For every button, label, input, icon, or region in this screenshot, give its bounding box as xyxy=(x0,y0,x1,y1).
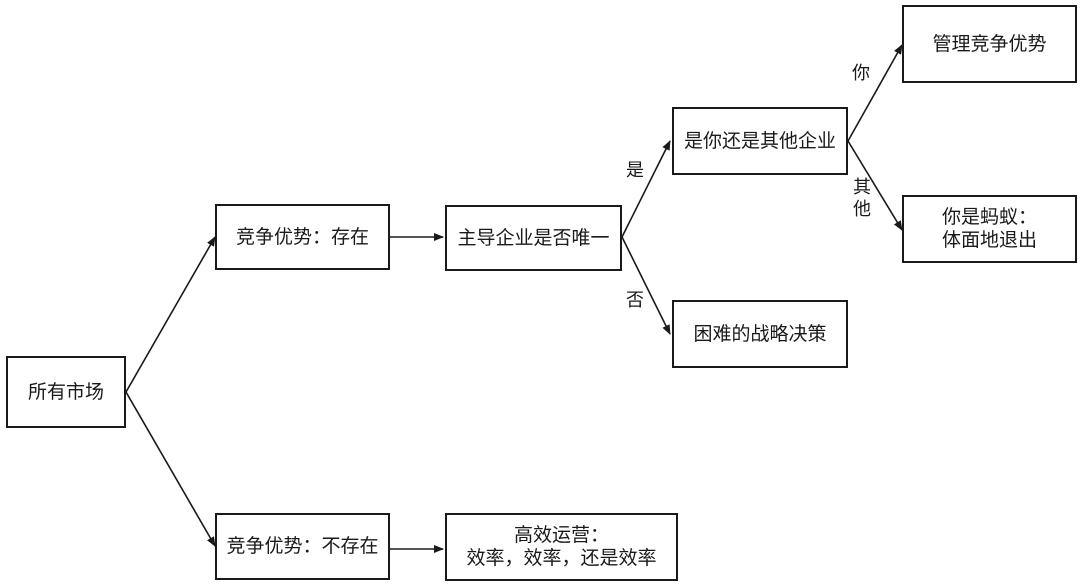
edge-label-no: 否 xyxy=(626,290,644,311)
edge-label-yes: 是 xyxy=(626,160,644,181)
node-advantage-absent: 竞争优势：不存在 xyxy=(215,513,390,580)
node-advantage-exists: 竞争优势：存在 xyxy=(215,204,390,270)
edge-all-markets-to-advantage-exists xyxy=(125,236,216,393)
edge-label-other-char1: 其 xyxy=(853,177,871,198)
node-you-are-ant-line2: 体面地退出 xyxy=(941,229,1037,251)
edge-unique-leader-no xyxy=(621,236,671,335)
node-efficient-ops-line2: 效率，效率，还是效率 xyxy=(466,547,657,569)
node-efficient-ops-line1: 高效运营： xyxy=(513,524,609,546)
node-efficient-ops: 高效运营： 效率，效率，还是效率 xyxy=(445,513,678,581)
node-all-markets-label: 所有市场 xyxy=(27,380,104,403)
node-you-are-ant: 你是蚂蚁： 体面地退出 xyxy=(902,195,1077,263)
node-you-or-other-label: 是你还是其他企业 xyxy=(683,129,836,152)
node-difficult-decision: 困难的战略决策 xyxy=(672,300,848,368)
edge-label-other-char2: 他 xyxy=(853,199,871,220)
edge-you-or-other-other xyxy=(847,140,903,231)
node-manage-advantage: 管理竞争优势 xyxy=(902,5,1077,83)
node-you-or-other: 是你还是其他企业 xyxy=(672,107,848,175)
node-unique-leader-label: 主导企业是否唯一 xyxy=(457,226,610,249)
node-advantage-exists-label: 竞争优势：存在 xyxy=(235,225,369,248)
edge-all-markets-to-advantage-absent xyxy=(125,391,216,547)
node-difficult-decision-label: 困难的战略决策 xyxy=(693,322,827,345)
node-all-markets: 所有市场 xyxy=(6,356,126,428)
edge-you-or-other-you xyxy=(847,44,903,142)
node-you-are-ant-line1: 你是蚂蚁： xyxy=(941,206,1037,228)
edge-unique-leader-yes xyxy=(621,140,671,238)
node-advantage-absent-label: 竞争优势：不存在 xyxy=(226,535,379,557)
edge-label-you: 你 xyxy=(852,63,870,84)
node-manage-advantage-label: 管理竞争优势 xyxy=(932,32,1047,55)
node-unique-leader: 主导企业是否唯一 xyxy=(445,205,622,271)
edge-label-other: 其 他 xyxy=(852,177,872,221)
